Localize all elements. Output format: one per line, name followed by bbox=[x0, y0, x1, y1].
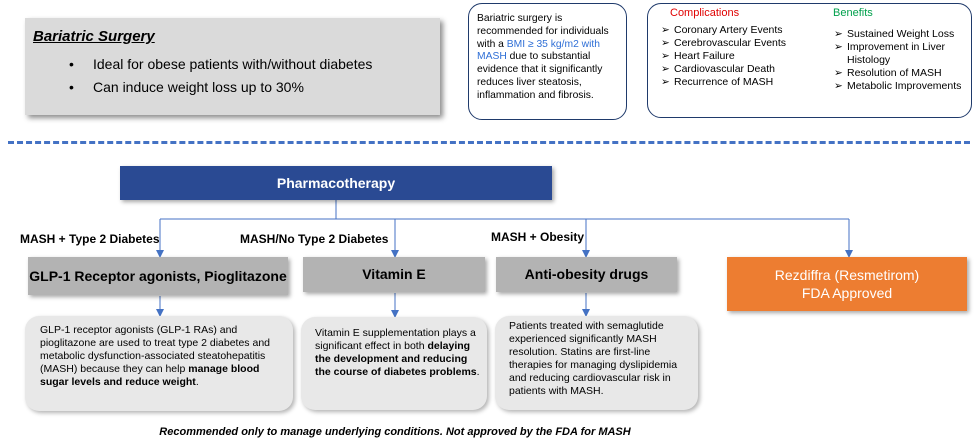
drug-box-anti-obesity: Anti-obesity drugs bbox=[496, 257, 677, 292]
benefits-heading: Benefits bbox=[833, 7, 873, 19]
bullet-dot: • bbox=[69, 79, 74, 95]
arrow-bullet-icon: ➢ bbox=[834, 67, 843, 79]
arrow-bullet-icon: ➢ bbox=[834, 28, 843, 40]
list-item: ➢Improvement in Liver Histology bbox=[834, 41, 946, 66]
rezdiffra-name: Rezdiffra (Resmetirom) bbox=[774, 267, 920, 283]
emphasis-text: delaying the development and reducing th… bbox=[315, 340, 477, 378]
footnote: Recommended only to manage underlying co… bbox=[159, 426, 631, 438]
description-vitamin-e: Vitamin E supplementation plays a signif… bbox=[301, 317, 487, 410]
bariatric-surgery-title: Bariatric Surgery bbox=[33, 28, 155, 45]
list-item: ➢Heart Failure bbox=[661, 50, 735, 62]
surgery-bullet-text: Ideal for obese patients with/without di… bbox=[93, 56, 373, 72]
list-item: ➢Recurrence of MASH bbox=[661, 76, 774, 88]
list-item: ➢Resolution of MASH bbox=[834, 67, 942, 79]
rezdiffra-box: Rezdiffra (Resmetirom) FDA Approved bbox=[727, 257, 967, 311]
surgery-recommendation-box: Bariatric surgery is recommended for ind… bbox=[468, 3, 627, 120]
benefits-list: ➢Sustained Weight Loss ➢Improvement in L… bbox=[834, 28, 974, 93]
info-bmi-highlight: BMI ≥ 35 kg/m2 with MASH bbox=[477, 38, 600, 63]
category-label-no-t2d: MASH/No Type 2 Diabetes bbox=[240, 232, 389, 246]
surgery-bullet-text: Can induce weight loss up to 30% bbox=[93, 79, 304, 95]
arrow-bullet-icon: ➢ bbox=[661, 50, 670, 62]
description-anti-obesity: Patients treated with semaglutide experi… bbox=[495, 316, 698, 410]
arrow-bullet-icon: ➢ bbox=[661, 24, 670, 36]
info-text-1: Bariatric surgery is recommended for ind… bbox=[477, 13, 609, 50]
arrow-bullet-icon: ➢ bbox=[834, 41, 843, 53]
drug-box-glp1-pioglitazone: GLP-1 Receptor agonists, Pioglitazone bbox=[28, 257, 288, 295]
pharmacotherapy-banner: Pharmacotherapy bbox=[120, 166, 552, 200]
rezdiffra-status: FDA Approved bbox=[801, 285, 893, 301]
arrow-bullet-icon: ➢ bbox=[661, 63, 670, 75]
emphasis-text: manage blood sugar levels and reduce wei… bbox=[40, 363, 260, 388]
list-item: ➢Coronary Artery Events bbox=[661, 24, 783, 36]
list-item: ➢Metabolic Improvements bbox=[834, 80, 962, 92]
category-label-obesity: MASH + Obesity bbox=[491, 230, 585, 244]
list-item: ➢Sustained Weight Loss bbox=[834, 28, 955, 40]
list-item: ➢Cerebrovascular Events bbox=[661, 37, 787, 49]
arrow-bullet-icon: ➢ bbox=[661, 37, 670, 49]
arrow-bullet-icon: ➢ bbox=[661, 76, 670, 88]
list-item: ➢Cardiovascular Death bbox=[661, 63, 775, 75]
bariatric-surgery-box bbox=[25, 18, 440, 115]
bullet-dot: • bbox=[69, 56, 74, 72]
drug-box-vitamin-e: Vitamin E bbox=[303, 257, 485, 292]
description-glp1: GLP-1 receptor agonists (GLP-1 RAs) and … bbox=[25, 316, 293, 411]
section-divider bbox=[8, 141, 970, 144]
info-text-2: due to substantial evidence that it sign… bbox=[477, 51, 603, 101]
complications-heading: Complications bbox=[670, 7, 740, 19]
category-label-t2d: MASH + Type 2 Diabetes bbox=[20, 232, 160, 246]
complications-list: ➢Coronary Artery Events ➢Cerebrovascular… bbox=[661, 24, 806, 89]
arrow-bullet-icon: ➢ bbox=[834, 80, 843, 92]
complications-benefits-box bbox=[647, 3, 972, 118]
